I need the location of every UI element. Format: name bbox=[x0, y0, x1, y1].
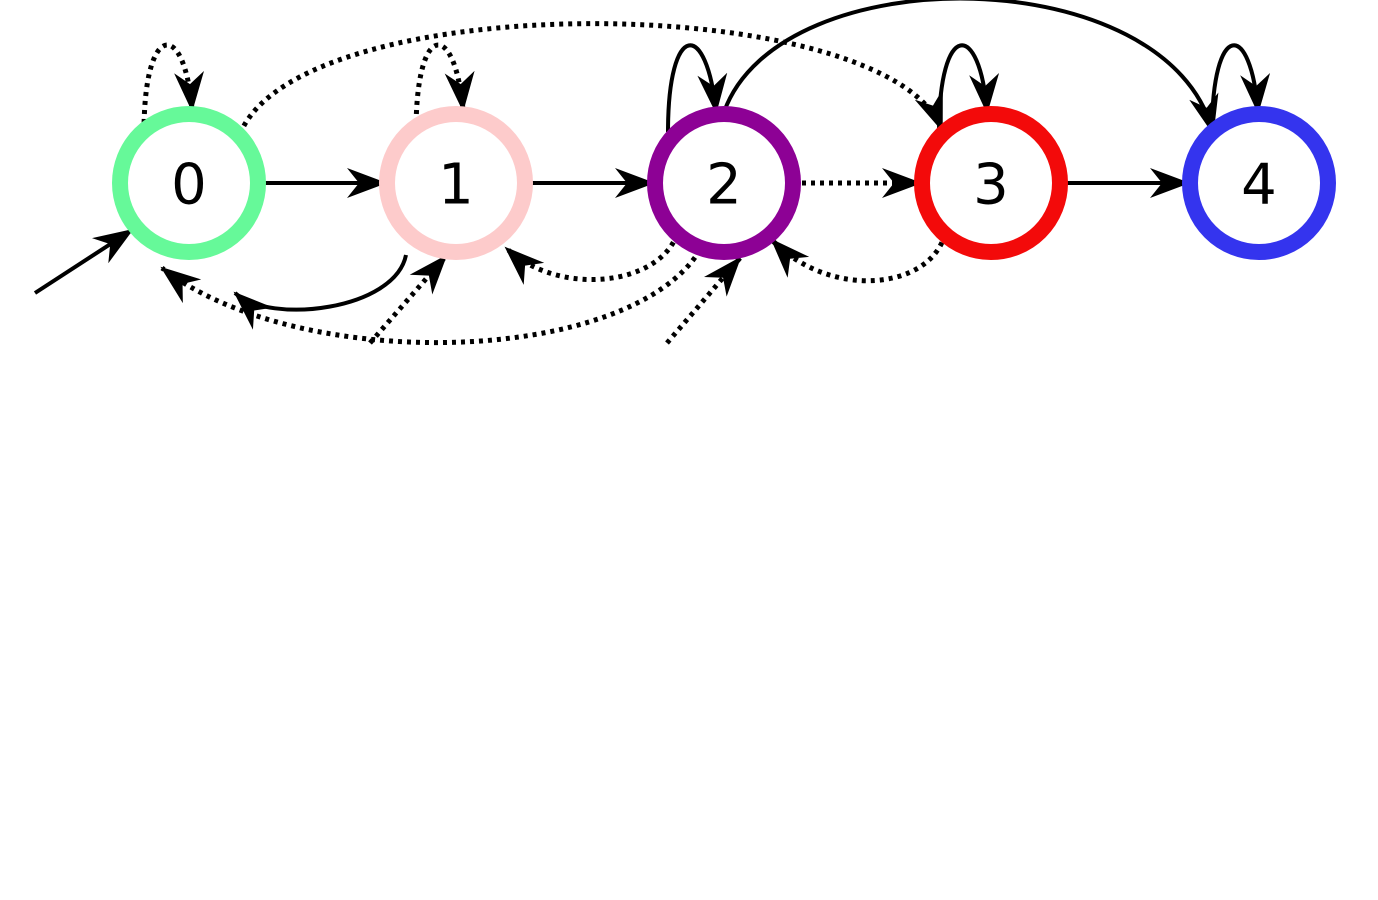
state-0: 0 bbox=[112, 106, 266, 260]
edge-in-1 bbox=[368, 254, 448, 345]
state-4: 4 bbox=[1182, 106, 1336, 260]
state-0-label: 0 bbox=[171, 153, 207, 218]
edge-1-0 bbox=[233, 254, 408, 330]
state-2-ring bbox=[647, 106, 801, 260]
edge-in-2 bbox=[665, 256, 742, 345]
state-1-ring bbox=[379, 106, 533, 260]
state-3-ring bbox=[914, 106, 1068, 260]
state-4-ring bbox=[1182, 106, 1336, 260]
state-4-label: 4 bbox=[1241, 153, 1277, 218]
state-1-label: 1 bbox=[438, 153, 474, 218]
states: 0 1 2 3 4 bbox=[112, 106, 1336, 260]
state-1: 1 bbox=[379, 106, 533, 260]
state-0-ring bbox=[112, 106, 266, 260]
state-3: 3 bbox=[914, 106, 1068, 260]
state-2-label: 2 bbox=[706, 153, 742, 218]
edge-0-0 bbox=[141, 42, 204, 133]
edge-2-1 bbox=[504, 233, 680, 285]
edge-0-3 bbox=[237, 21, 945, 135]
edge-2-2 bbox=[666, 43, 728, 133]
edge-3-2 bbox=[770, 233, 948, 284]
edge-start-0 bbox=[33, 228, 134, 295]
edge-1-1 bbox=[413, 42, 475, 133]
transitions bbox=[33, 0, 1271, 346]
state-3-label: 3 bbox=[973, 153, 1009, 218]
state-2: 2 bbox=[647, 106, 801, 260]
edge-2-4 bbox=[722, 0, 1219, 135]
